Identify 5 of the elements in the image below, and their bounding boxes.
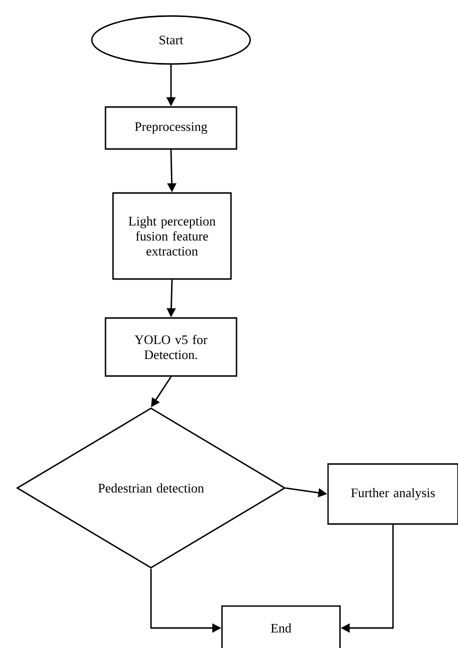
- process-box: Further analysis: [327, 463, 458, 525]
- end-box: End: [221, 605, 341, 648]
- process-box: Preprocessing: [104, 106, 238, 150]
- process-box: Light perception fusion feature extraction: [112, 192, 232, 280]
- process-box: YOLO v5 for Detection.: [104, 317, 238, 377]
